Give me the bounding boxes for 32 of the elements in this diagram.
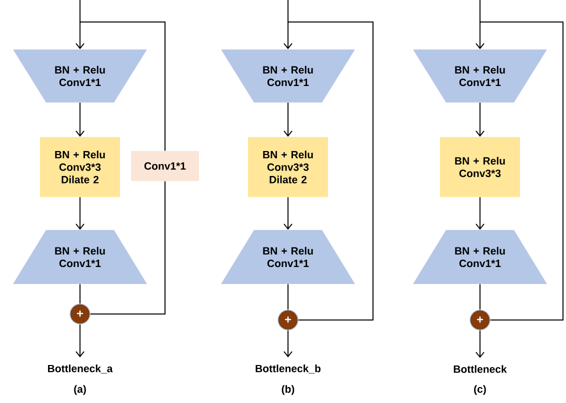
arrow	[284, 196, 292, 230]
arrow	[284, 330, 292, 358]
trapezoid-block: BN + Relu Conv1*1	[13, 50, 147, 102]
trapezoid-block: BN + Relu Conv1*1	[221, 50, 355, 102]
trapezoid-block: BN + Relu Conv1*1	[413, 50, 547, 102]
process-box: BN + Relu Conv3*3 Dilate 2	[248, 137, 328, 197]
connector-line	[288, 22, 374, 320]
trapezoid-block: BN + Relu Conv1*1	[413, 230, 547, 284]
caption: Bottleneck	[454, 365, 507, 373]
trapezoid-block: BN + Relu Conv1*1	[13, 230, 147, 284]
connector-line	[90, 180, 166, 314]
arrow	[76, 102, 84, 137]
connector-line	[480, 22, 564, 320]
arrow	[76, 0, 84, 50]
arrow	[76, 324, 84, 358]
panel-label: (a)	[74, 385, 86, 395]
process-box: Conv1*1	[131, 151, 199, 181]
caption: Bottleneck_b	[256, 364, 321, 374]
arrow	[476, 196, 484, 230]
connector-line	[80, 22, 166, 152]
arrow	[476, 102, 484, 137]
trapezoid-block: BN + Relu Conv1*1	[221, 230, 355, 284]
arrow	[76, 196, 84, 230]
panel-label: (b)	[282, 385, 294, 395]
process-box: BN + Relu Conv3*3	[440, 137, 520, 197]
caption: Bottleneck_a	[48, 364, 113, 374]
panel-label: (c)	[474, 385, 486, 395]
arrow	[476, 330, 484, 358]
arrow	[284, 102, 292, 137]
process-box: BN + Relu Conv3*3 Dilate 2	[40, 137, 120, 197]
arrow	[284, 0, 292, 50]
arrow	[476, 0, 484, 50]
